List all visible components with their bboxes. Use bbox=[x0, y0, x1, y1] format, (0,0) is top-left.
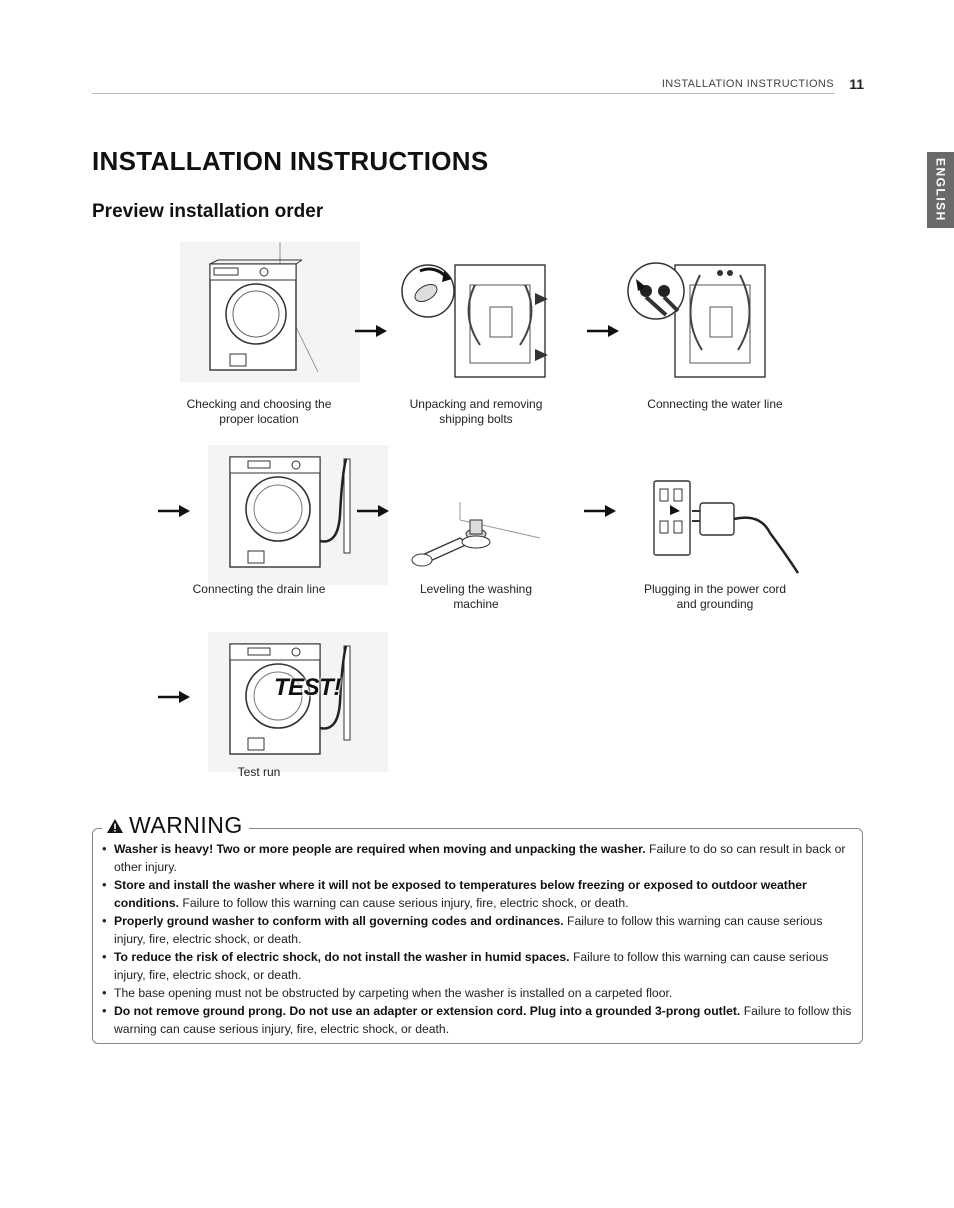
warning-text: Failure to follow this warning can cause… bbox=[114, 950, 829, 982]
caption-line: proper location bbox=[219, 412, 299, 426]
warning-item: Do not remove ground prong. Do not use a… bbox=[100, 1002, 852, 1038]
caption-line: Connecting the water line bbox=[647, 397, 783, 411]
test-label: TEST! bbox=[274, 674, 341, 701]
running-header: INSTALLATION INSTRUCTIONS bbox=[661, 78, 834, 90]
warning-list: Washer is heavy! Two or more people are … bbox=[100, 840, 852, 1038]
caption-line: shipping bolts bbox=[439, 412, 513, 426]
warning-item: The base opening must not be obstructed … bbox=[100, 984, 852, 1002]
warning-bold-text: Properly ground washer to conform with a… bbox=[114, 914, 564, 928]
arrow-right-icon bbox=[354, 323, 388, 339]
warning-triangle-icon bbox=[107, 818, 123, 833]
caption-line: and grounding bbox=[676, 597, 754, 611]
power-cord-illustration bbox=[640, 458, 820, 598]
warning-box bbox=[92, 828, 863, 1044]
section-title: Preview installation order bbox=[92, 201, 324, 222]
page-number: 11 bbox=[849, 76, 864, 92]
step-caption: Checking and choosing the proper locatio… bbox=[159, 397, 359, 427]
caption-line: Checking and choosing the bbox=[186, 397, 332, 411]
warning-text: Failure to follow this warning can cause… bbox=[114, 914, 823, 946]
warning-text: Failure to do so can result in back or o… bbox=[114, 842, 846, 874]
warning-item: Properly ground washer to conform with a… bbox=[100, 912, 852, 948]
washer-location-illustration bbox=[180, 242, 360, 382]
caption-line: Leveling the washing bbox=[419, 582, 533, 596]
language-tab: ENGLISH bbox=[927, 152, 954, 228]
drain-line-illustration bbox=[208, 445, 388, 585]
warning-item: Store and install the washer where it wi… bbox=[100, 876, 852, 912]
step-caption: Plugging in the power cord and grounding bbox=[615, 582, 815, 612]
warning-bold-text: Do not remove ground prong. Do not use a… bbox=[114, 1004, 741, 1018]
step-caption: Leveling the washing machine bbox=[376, 582, 576, 612]
warning-heading: WARNING bbox=[102, 812, 249, 839]
arrow-right-icon bbox=[356, 503, 390, 519]
caption-line: Test run bbox=[237, 765, 281, 779]
step-caption: Connecting the drain line bbox=[159, 582, 359, 597]
warning-text: Failure to follow this warning can cause… bbox=[179, 896, 629, 910]
warning-title: WARNING bbox=[129, 812, 243, 838]
water-line-illustration bbox=[620, 255, 800, 395]
warning-bold-text: To reduce the risk of electric shock, do… bbox=[114, 950, 570, 964]
arrow-right-icon bbox=[586, 323, 620, 339]
arrow-right-icon bbox=[583, 503, 617, 519]
step-caption: Connecting the water line bbox=[615, 397, 815, 412]
warning-bold-text: Washer is heavy! Two or more people are … bbox=[114, 842, 646, 856]
page-title: INSTALLATION INSTRUCTIONS bbox=[92, 146, 489, 176]
leveling-illustration bbox=[400, 470, 580, 610]
step-caption: Unpacking and removing shipping bolts bbox=[376, 397, 576, 427]
arrow-right-icon bbox=[157, 689, 191, 705]
caption-line: Plugging in the power cord bbox=[643, 582, 787, 596]
test-run-illustration bbox=[208, 632, 388, 772]
warning-text: Failure to follow this warning can cause… bbox=[114, 1004, 852, 1036]
step-caption: Test run bbox=[159, 765, 359, 780]
warning-text: The base opening must not be obstructed … bbox=[114, 986, 673, 1000]
warning-item: Washer is heavy! Two or more people are … bbox=[100, 840, 852, 876]
warning-item: To reduce the risk of electric shock, do… bbox=[100, 948, 852, 984]
arrow-right-icon bbox=[157, 503, 191, 519]
caption-line: machine bbox=[453, 597, 499, 611]
header-rule bbox=[92, 93, 835, 94]
shipping-bolts-illustration bbox=[400, 255, 580, 395]
caption-line: Connecting the drain line bbox=[192, 582, 326, 596]
warning-bold-text: Store and install the washer where it wi… bbox=[114, 878, 807, 910]
caption-line: Unpacking and removing bbox=[409, 397, 543, 411]
